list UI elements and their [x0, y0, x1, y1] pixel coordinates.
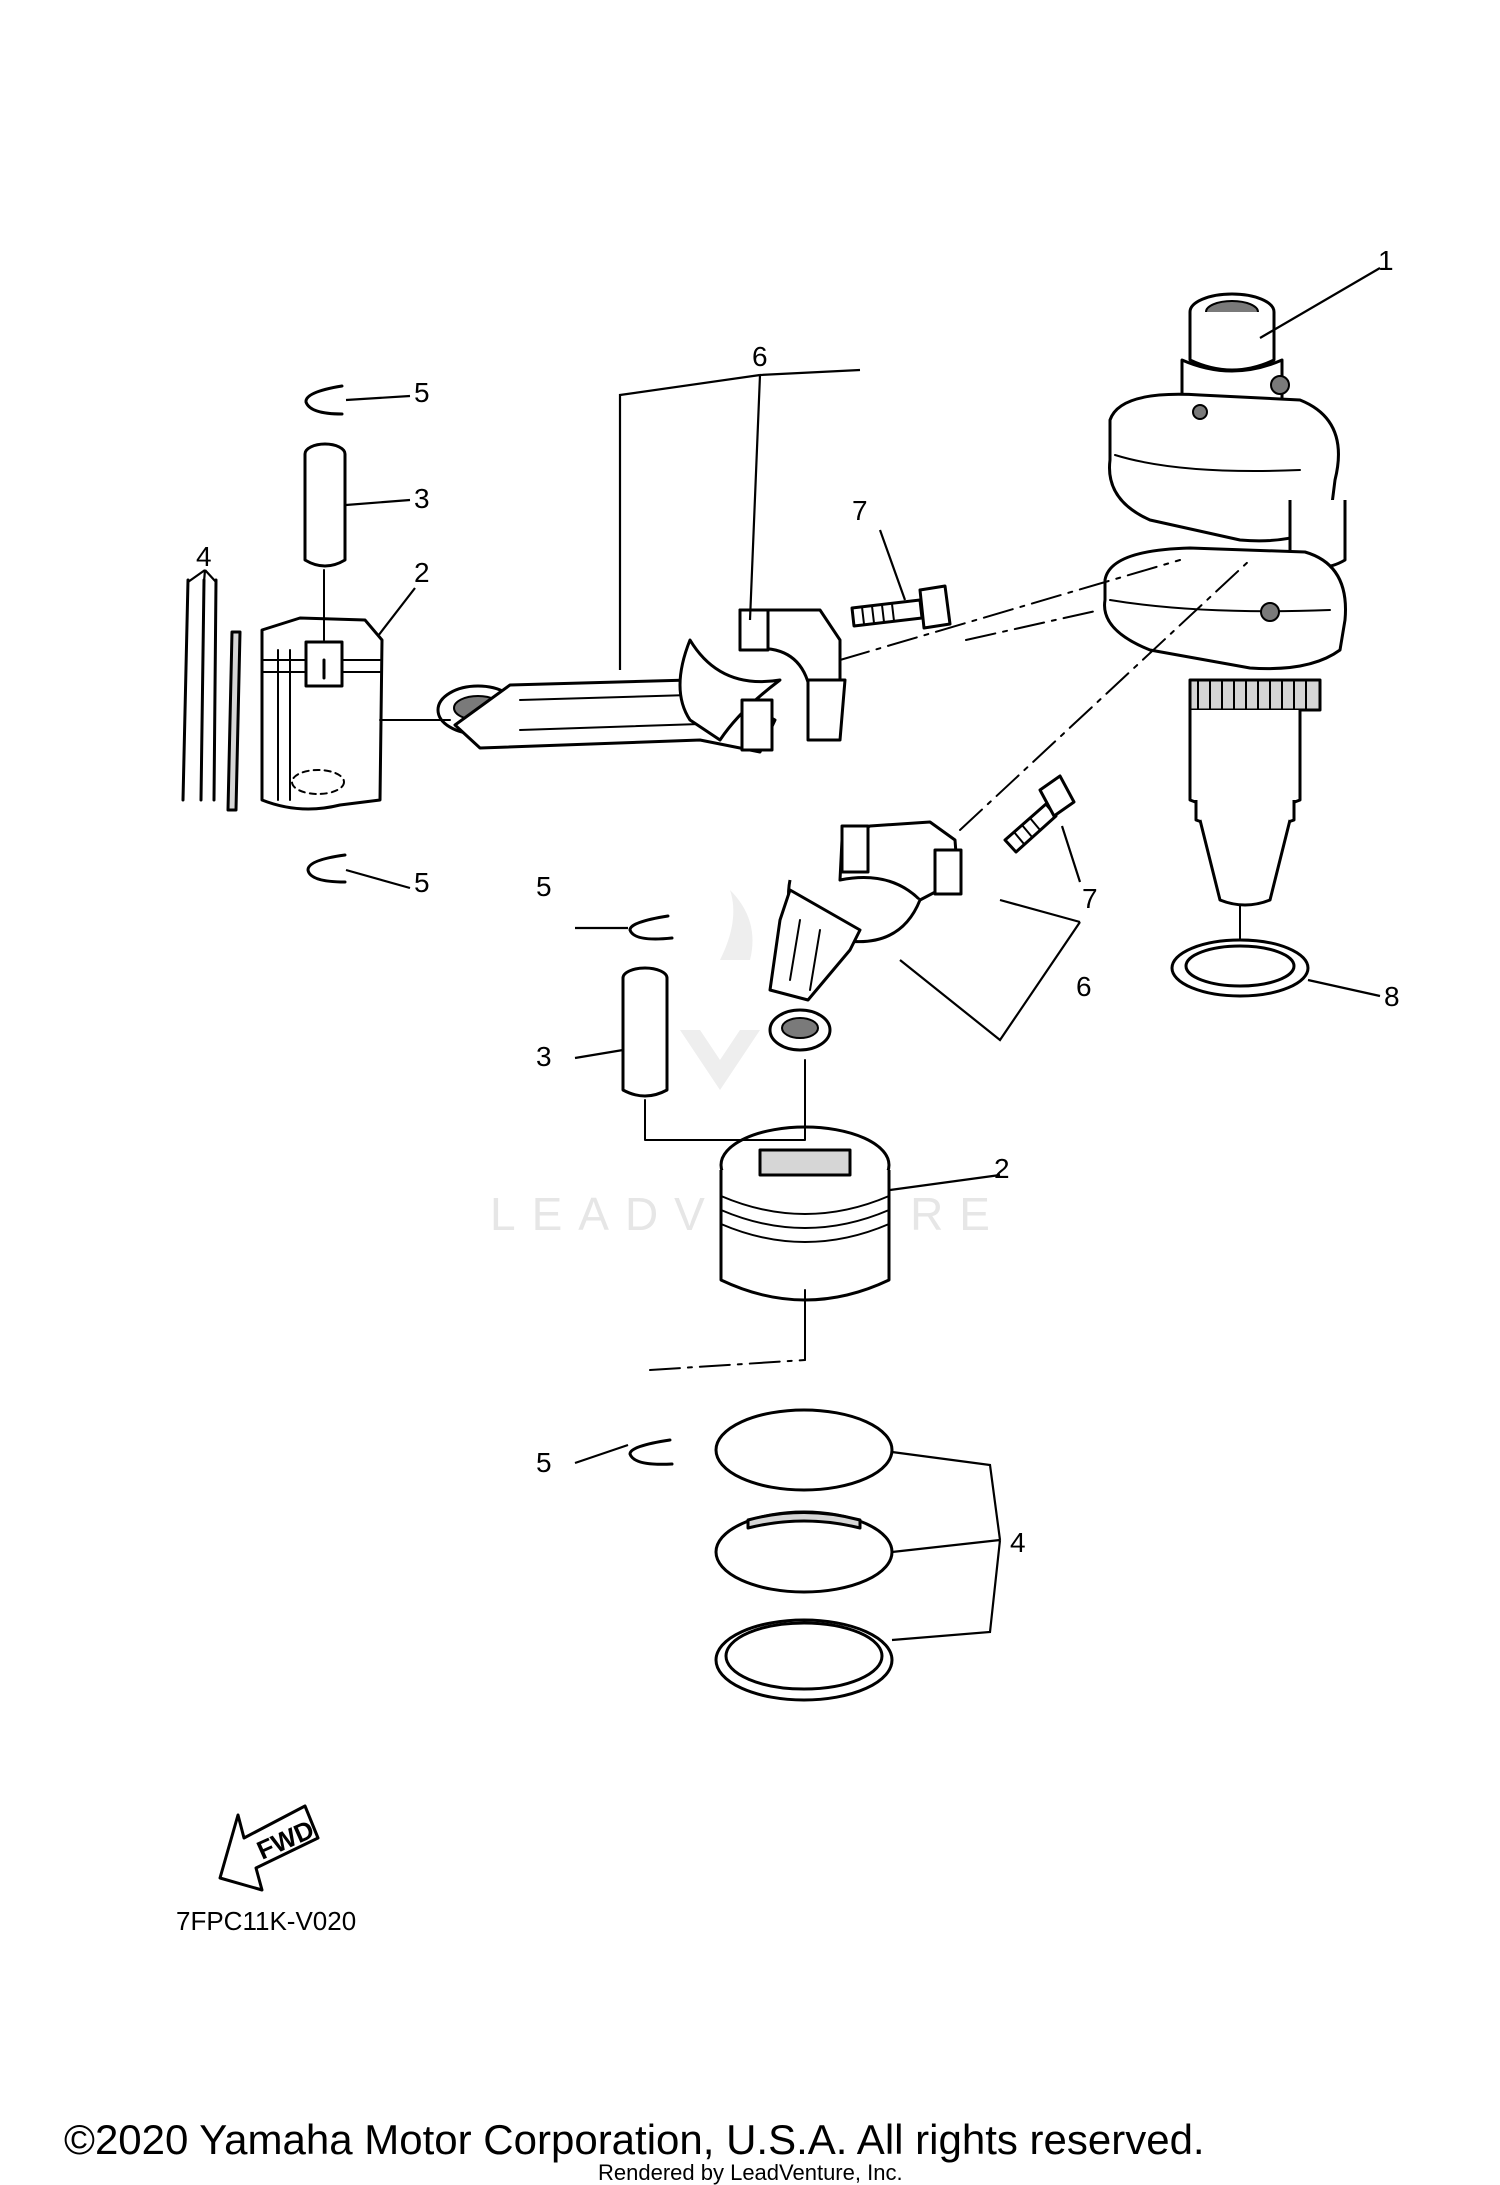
lower-piston-rings[interactable] [714, 1408, 894, 1702]
callout-5-lower-top: 5 [536, 871, 552, 902]
upper-piston[interactable] [260, 616, 384, 811]
callout-numbers: 1 5 3 4 2 6 7 5 5 7 6 8 3 2 5 4 [196, 245, 1400, 1558]
callout-6-upper: 6 [752, 341, 768, 372]
copyright: ©2020 Yamaha Motor Corporation, U.S.A. A… [64, 2116, 1205, 2163]
callout-2-upper: 2 [414, 557, 430, 588]
callout-2-lower: 2 [994, 1153, 1010, 1184]
callout-3-upper: 3 [414, 483, 430, 514]
crankshaft[interactable] [1103, 292, 1347, 907]
upper-piston-pin-clip-bottom[interactable] [306, 853, 347, 884]
callout-6-lower: 6 [1076, 971, 1092, 1002]
callout-7-lower: 7 [1082, 883, 1098, 914]
callout-leaders [187, 267, 1381, 1642]
assembly-lines [323, 559, 1251, 1371]
seal-ring[interactable] [1170, 938, 1310, 998]
callout-3-lower: 3 [536, 1041, 552, 1072]
upper-piston-pin-clip-top[interactable] [304, 384, 344, 416]
fwd-arrow-icon: FWD [218, 1804, 320, 1892]
diagram-code: 7FPC11K-V020 [176, 1906, 356, 1936]
callout-5-lower-bottom: 5 [536, 1447, 552, 1478]
rendered-by: Rendered by LeadVenture, Inc. [598, 2160, 903, 2185]
lower-piston[interactable] [719, 1125, 891, 1302]
lower-rod-bolt[interactable] [1003, 774, 1076, 854]
callout-4-upper: 4 [196, 541, 212, 572]
callout-7-upper: 7 [852, 495, 868, 526]
callout-1: 1 [1378, 245, 1394, 276]
callout-4-lower: 4 [1010, 1527, 1026, 1558]
upper-connecting-rod[interactable] [436, 608, 847, 754]
upper-piston-pin[interactable] [303, 442, 347, 568]
callout-8: 8 [1384, 981, 1400, 1012]
lower-piston-pin-clip-bottom[interactable] [628, 1438, 674, 1466]
callout-5-upper-top: 5 [414, 377, 430, 408]
lower-piston-pin[interactable] [621, 966, 669, 1098]
lower-connecting-rod[interactable] [768, 820, 963, 1052]
upper-rod-bolt[interactable] [850, 584, 952, 630]
upper-piston-rings[interactable] [181, 578, 242, 812]
lower-piston-pin-clip-top[interactable] [628, 914, 674, 941]
callout-5-upper-bottom: 5 [414, 867, 430, 898]
